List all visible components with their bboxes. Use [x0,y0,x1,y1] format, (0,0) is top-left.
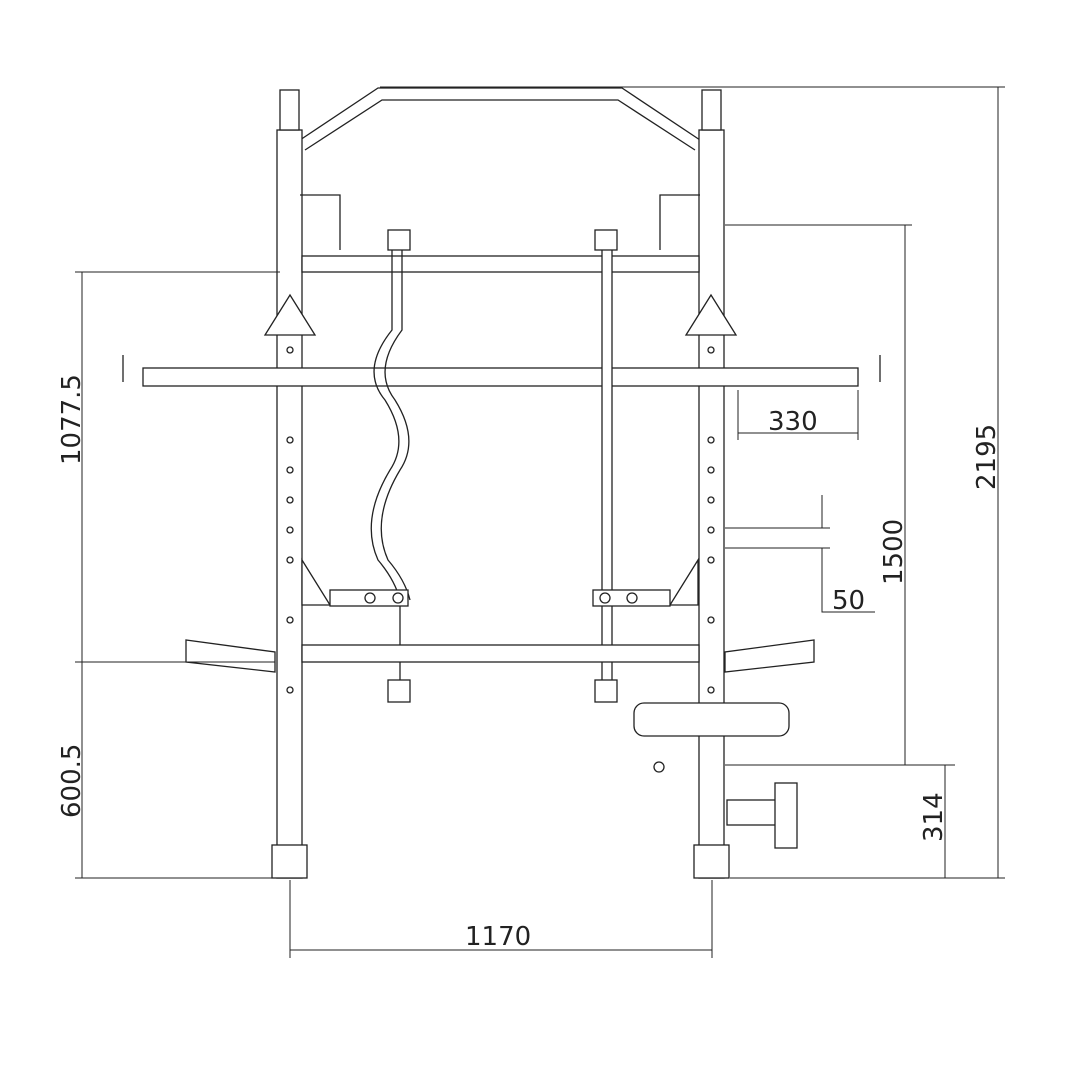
top-crossbar [301,255,700,273]
dim-width: 1170 [465,922,531,952]
ez-curl-bar [370,245,411,700]
rack-frame [122,87,881,879]
dim-lower-height: 600.5 [57,744,87,818]
dim-upper-height: 1077.5 [57,374,87,465]
upright-holes [286,346,715,694]
dim-total-height: 2195 [972,424,1002,490]
dimension-lines [75,86,1005,958]
lower-crossbar [301,644,700,663]
dim-footplate-height: 314 [919,792,949,842]
right-upright [698,129,725,879]
barbell [142,367,859,387]
leg-roller [633,702,790,737]
dim-bar-extension: 330 [768,407,818,437]
dim-pulley-height: 1500 [879,519,909,585]
top-arch [299,87,701,151]
left-upright [276,129,303,879]
dim-hole-spacing: 50 [832,586,865,616]
